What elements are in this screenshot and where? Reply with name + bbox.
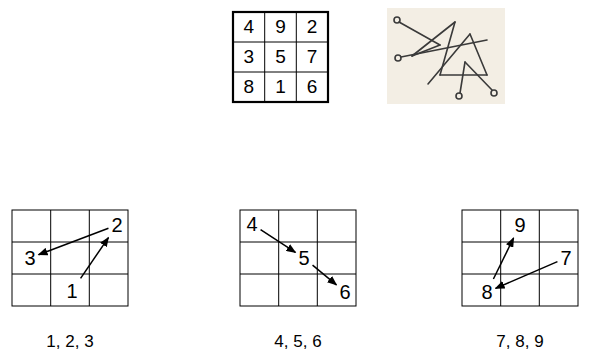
sequence-caption: 7, 8, 9: [460, 332, 580, 352]
magic-square-cell: 7: [296, 42, 328, 72]
magic-square-cell: 8: [233, 72, 265, 102]
magic-square-cell: 1: [265, 72, 297, 102]
number-text: 2: [111, 214, 122, 236]
number-text: 9: [514, 214, 525, 236]
grid-number: 8: [479, 280, 494, 304]
magic-square-cell: 3: [233, 42, 265, 72]
grid-number: 9: [512, 213, 527, 237]
sequence-caption: 4, 5, 6: [238, 332, 358, 352]
grid-number: 1: [64, 279, 79, 303]
magic-square-cell: 9: [265, 12, 297, 42]
grid-number: 3: [22, 246, 37, 270]
number-text: 4: [246, 213, 257, 235]
number-text: 6: [339, 281, 350, 303]
magic-square-cell: 2: [296, 12, 328, 42]
sequence-arrow: [261, 230, 296, 253]
number-text: 1: [66, 280, 77, 302]
grid-number: 5: [296, 246, 311, 270]
magic-square-cell: 5: [265, 42, 297, 72]
number-text: 7: [560, 247, 571, 269]
magic-square-cell: 4: [233, 12, 265, 42]
number-text: 3: [24, 247, 35, 269]
sequence-arrow: [493, 238, 513, 279]
grid-number: 6: [337, 280, 352, 304]
grid-number: 7: [558, 246, 573, 270]
grid-number: 2: [109, 213, 124, 237]
sequence-arrow: [81, 238, 109, 279]
magic-square-cell: 6: [296, 72, 328, 102]
grid-number: 4: [244, 212, 259, 236]
sequence-arrow: [496, 262, 558, 289]
sequence-arrow: [313, 265, 337, 285]
sequence-arrow: [39, 228, 109, 255]
number-text: 5: [298, 247, 309, 269]
sequence-caption: 1, 2, 3: [10, 332, 130, 352]
number-text: 8: [481, 281, 492, 303]
